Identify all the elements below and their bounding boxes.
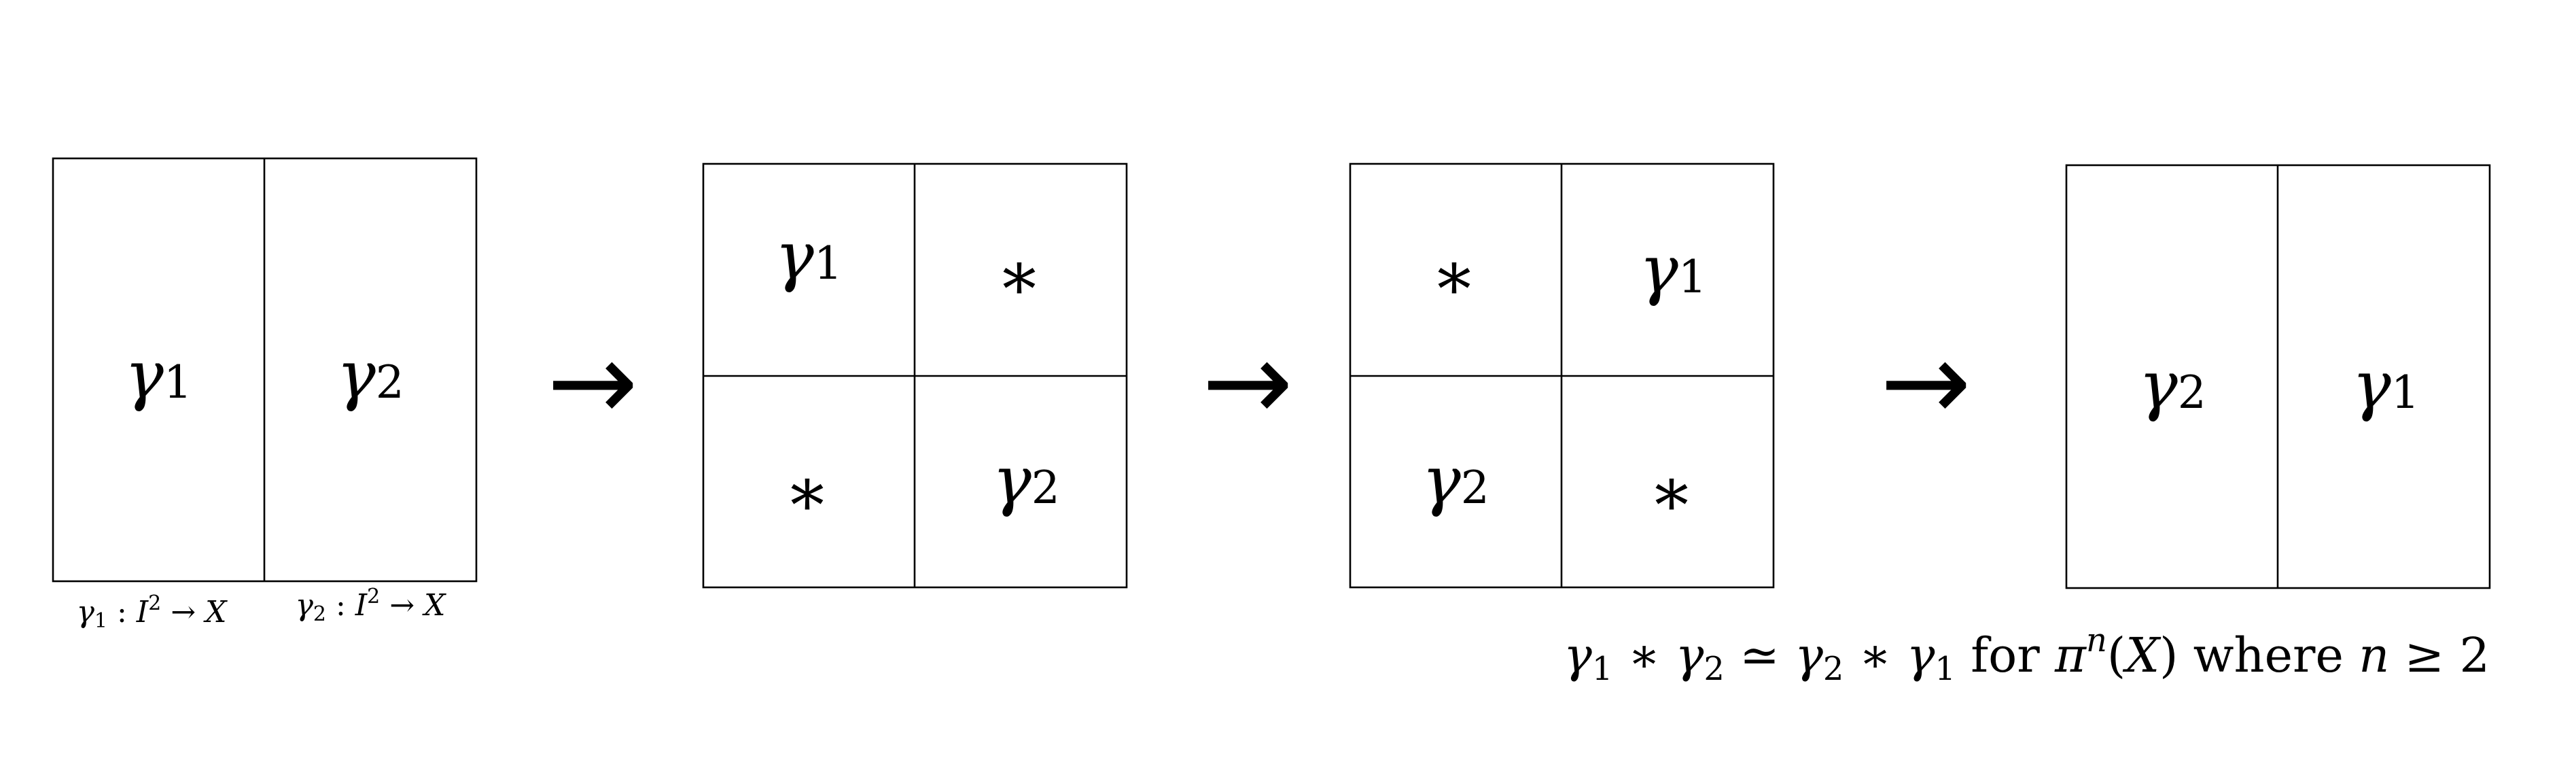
stage-2-cell-star-bottom: ∗ xyxy=(784,452,830,532)
stage-2-cell-gamma-2: γ2 xyxy=(992,443,1059,519)
arrow-3-icon: → xyxy=(1880,318,1971,445)
commutativity-caption: γ1 ∗ γ2 ≃ γ2 ∗ γ1 for πn(X) where n ≥ 2 xyxy=(1564,621,2490,688)
stage-4-cell-gamma-2: γ2 xyxy=(2138,347,2206,424)
stage-2-cell-star-top: ∗ xyxy=(996,236,1042,315)
stage-2-cell-gamma-1: γ1 xyxy=(775,218,842,294)
stage-2-grid xyxy=(702,162,1128,589)
stage-4-square xyxy=(2065,164,2491,589)
stage-1-cell-gamma-2: γ2 xyxy=(336,337,404,413)
stage-3-grid xyxy=(1349,162,1775,589)
stage-3-cell-gamma-1: γ1 xyxy=(1639,232,1706,308)
stage-1-cell-gamma-1: γ1 xyxy=(124,337,192,413)
stage-3-cell-gamma-2: γ2 xyxy=(1422,443,1489,519)
stage-4-cell-gamma-1: γ1 xyxy=(2352,347,2419,424)
arrow-2-icon: → xyxy=(1202,318,1293,445)
stage-3-cell-star-top: ∗ xyxy=(1431,236,1477,315)
arrow-1-icon: → xyxy=(547,318,638,445)
stage-3-cell-star-bottom: ∗ xyxy=(1648,452,1695,532)
map-label-gamma-1: γ1 : I2 → X xyxy=(77,591,228,633)
map-label-gamma-2: γ2 : I2 → X xyxy=(296,585,447,626)
stage-1-square xyxy=(52,157,478,583)
